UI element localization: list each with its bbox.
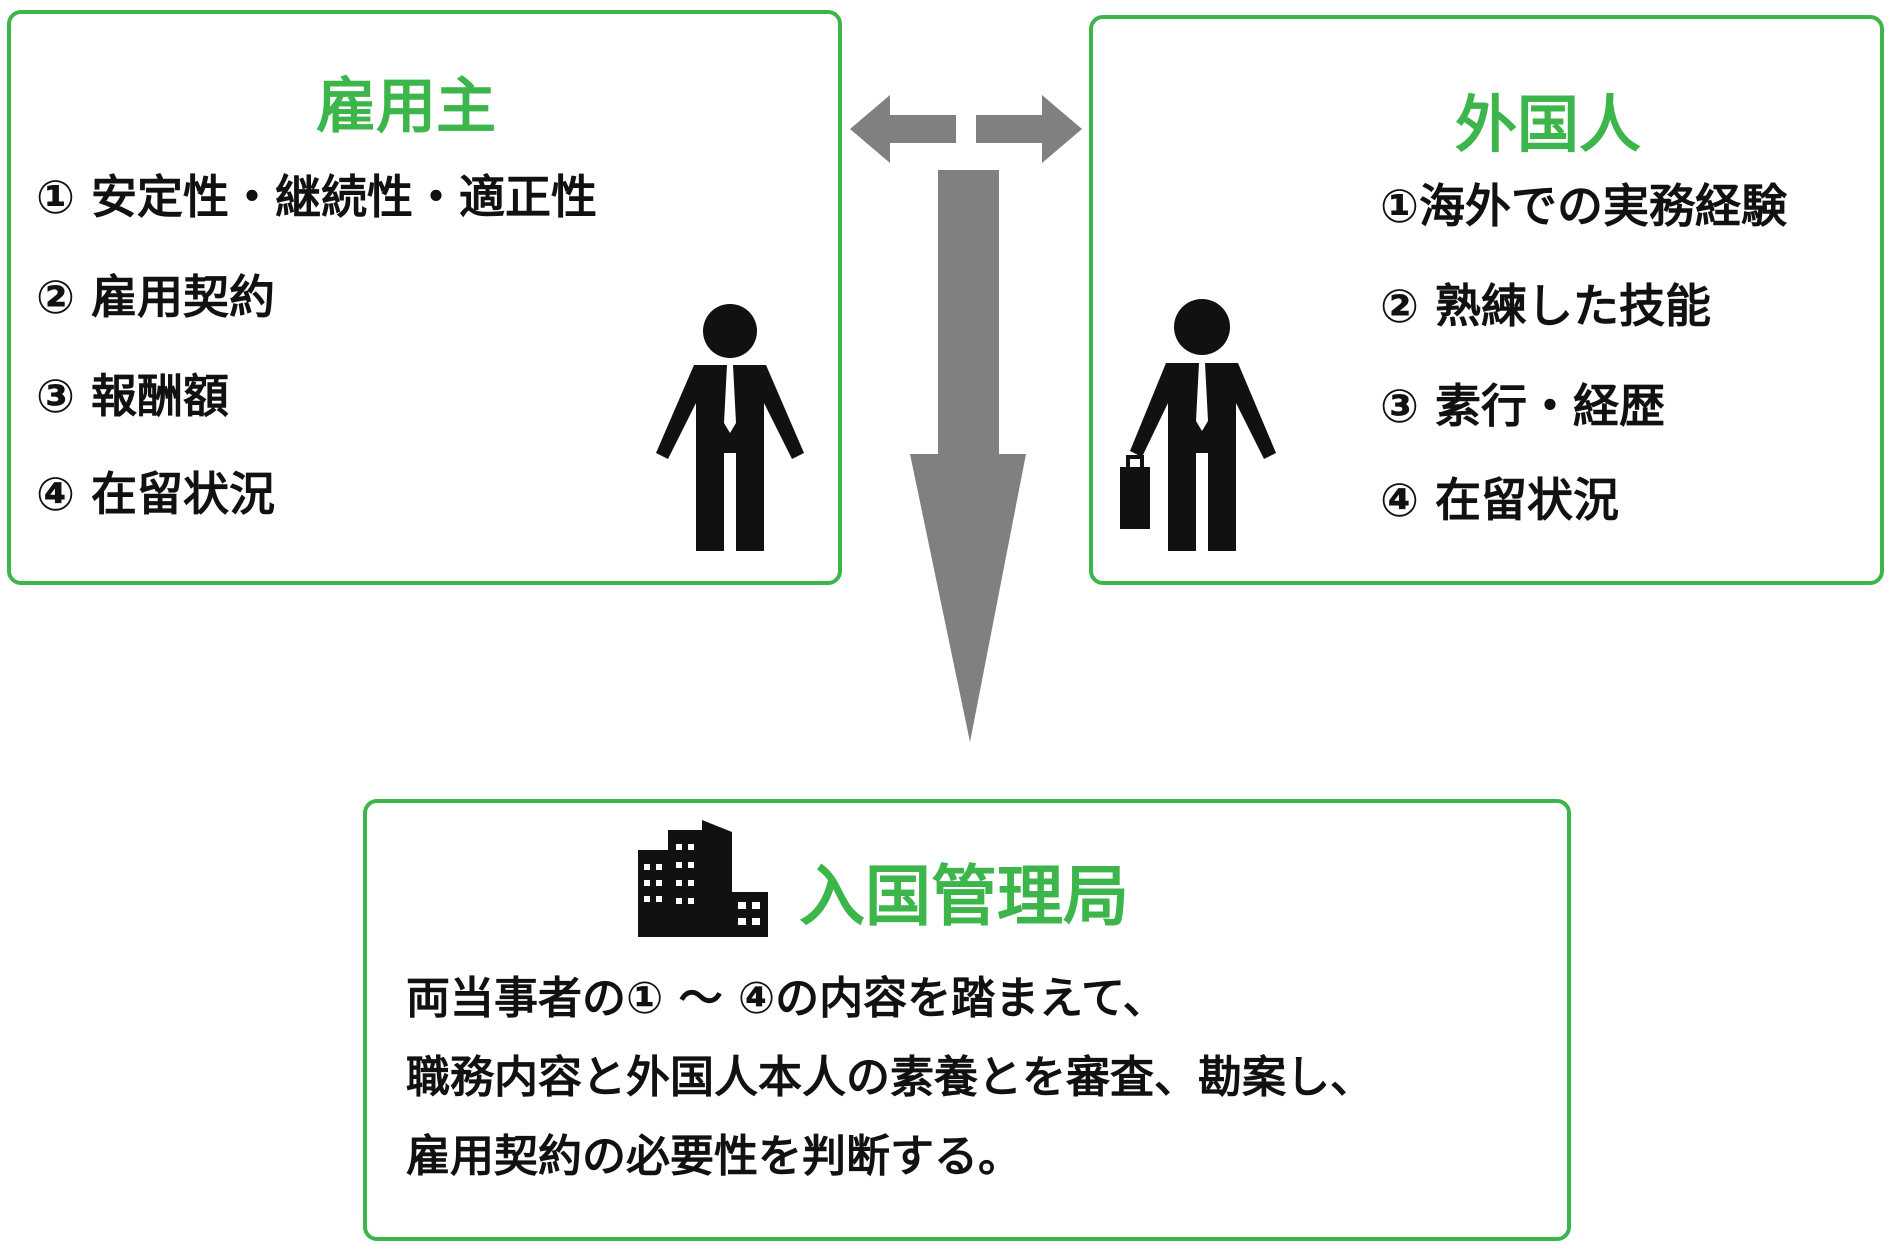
- employer-item: ② 雇用契約: [36, 270, 275, 324]
- employer-title: 雇用主: [316, 72, 496, 142]
- businessman-icon: [656, 304, 804, 551]
- foreigner-item: ④ 在留状況: [1380, 473, 1619, 527]
- foreigner-item: ①海外での実務経験: [1380, 179, 1787, 233]
- employer-item: ① 安定性・継続性・適正性: [36, 170, 597, 224]
- immigration-title: 入国管理局: [799, 858, 1129, 935]
- immigration-text-line: 職務内容と外国人本人の素養とを審査、勘案し、: [406, 1052, 1374, 1103]
- building-icon: [638, 820, 768, 937]
- down-arrow-icon: [910, 170, 1026, 742]
- employer-item: ③ 報酬額: [36, 369, 229, 423]
- foreigner-title: 外国人: [1455, 88, 1642, 161]
- employer-item: ④ 在留状況: [36, 467, 275, 521]
- foreigner-item: ③ 素行・経歴: [1380, 379, 1665, 433]
- businessman-with-briefcase-icon: [1120, 299, 1276, 551]
- immigration-text-line: 雇用契約の必要性を判断する。: [406, 1131, 1022, 1182]
- bidirectional-arrow-icon: [850, 95, 1082, 163]
- immigration-box: [363, 799, 1571, 1241]
- foreigner-item: ② 熟練した技能: [1380, 279, 1711, 333]
- immigration-text-line: 両当事者の① ～ ④の内容を踏まえて、: [406, 973, 1167, 1024]
